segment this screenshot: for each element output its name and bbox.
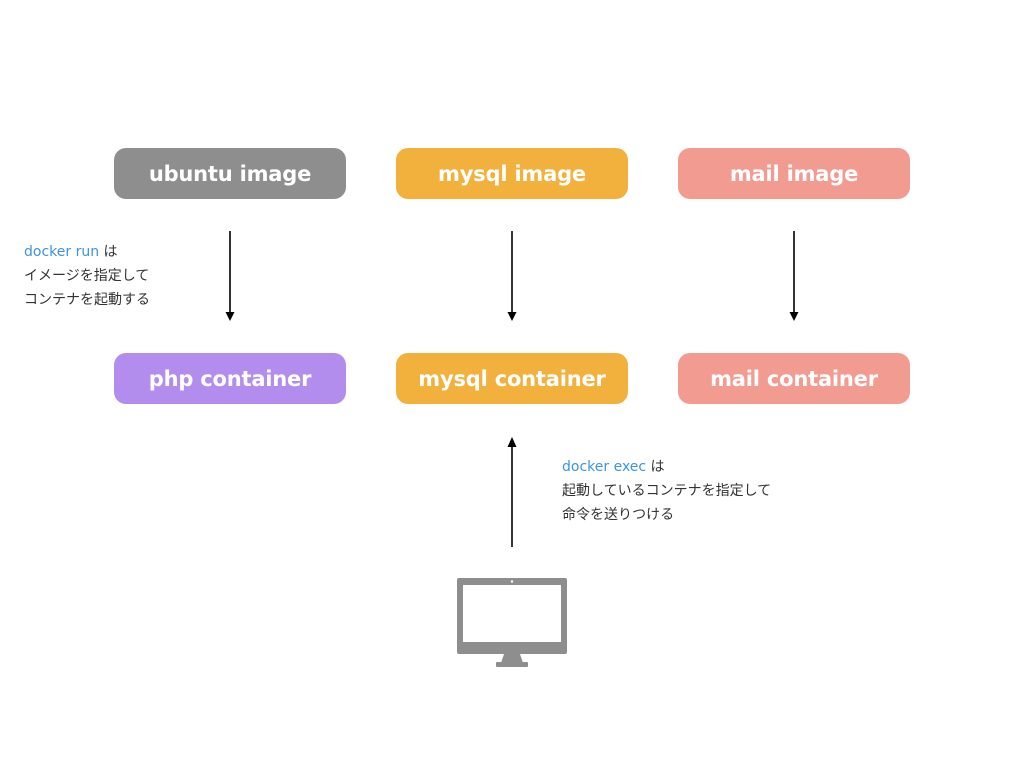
docker-run-suffix: は	[99, 244, 118, 260]
docker-exec-command: docker exec	[562, 459, 647, 475]
php-container-label: php container	[148, 366, 312, 391]
ubuntu-image-label: ubuntu image	[148, 161, 312, 186]
mail-image-label: mail image	[729, 161, 859, 186]
mysql-image-label: mysql image	[438, 161, 586, 186]
mail-image-box: mail image	[678, 148, 910, 199]
docker-run-command: docker run	[24, 244, 100, 260]
docker-exec-line1: docker exec は	[562, 455, 771, 479]
mysql-container-label: mysql container	[418, 366, 606, 391]
arrow-mysql-image-to-container	[507, 231, 517, 321]
desktop-monitor-icon	[457, 578, 567, 667]
docker-exec-line2: 起動しているコンテナを指定して	[562, 483, 772, 499]
arrow-ubuntu-to-php	[225, 231, 235, 321]
docker-run-line2: イメージを指定して	[24, 268, 150, 284]
docker-run-line1: docker run は	[24, 240, 150, 264]
arrow-computer-to-mysql-container	[507, 437, 517, 547]
docker-exec-suffix: は	[646, 459, 665, 475]
docker-run-note: docker run は イメージを指定して コンテナを起動する	[24, 240, 150, 312]
docker-run-line3: コンテナを起動する	[24, 292, 150, 308]
mysql-image-box: mysql image	[396, 148, 628, 199]
docker-exec-line3: 命令を送りつける	[562, 507, 675, 523]
mail-container-label: mail container	[710, 366, 878, 391]
mail-container-box: mail container	[678, 353, 910, 404]
php-container-box: php container	[114, 353, 346, 404]
docker-exec-note: docker exec は 起動しているコンテナを指定して 命令を送りつける	[562, 455, 771, 527]
arrow-mail-image-to-container	[789, 231, 799, 321]
ubuntu-image-box: ubuntu image	[114, 148, 346, 199]
mysql-container-box: mysql container	[396, 353, 628, 404]
